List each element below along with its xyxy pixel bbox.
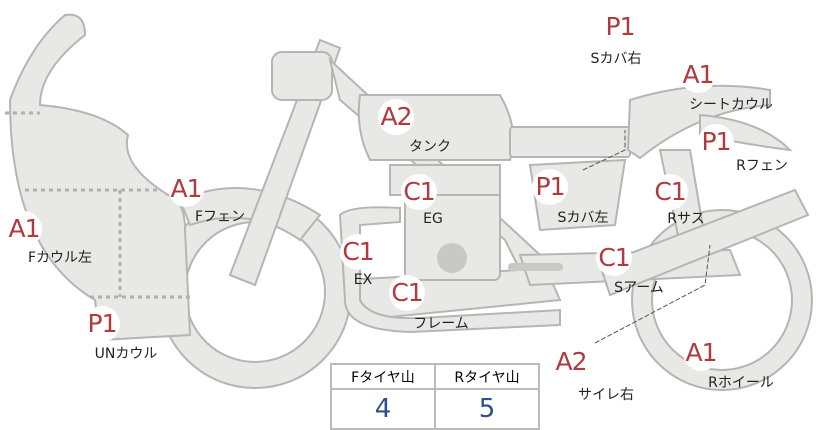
rear-tire-header: Rタイヤ山 bbox=[434, 363, 540, 390]
damage-badge: A1 bbox=[680, 57, 716, 93]
damage-badge: C1 bbox=[401, 174, 437, 210]
rear-tire-value: 5 bbox=[434, 388, 540, 430]
front-fork bbox=[228, 38, 342, 287]
muffler bbox=[598, 188, 810, 297]
part-label: Rサス bbox=[667, 211, 705, 227]
part-label: EG bbox=[423, 211, 443, 227]
damage-badge: C1 bbox=[652, 174, 688, 210]
front-cowl bbox=[8, 13, 192, 342]
front-tire-value: 4 bbox=[330, 388, 436, 430]
damage-badge: A2 bbox=[553, 344, 589, 380]
damage-badge: P1 bbox=[698, 124, 734, 160]
front-tire-header: Fタイヤ山 bbox=[330, 363, 436, 390]
seat-base bbox=[509, 126, 631, 158]
part-label: Rフェン bbox=[736, 158, 788, 174]
damage-badge: C1 bbox=[340, 234, 376, 270]
damage-badge: A2 bbox=[378, 99, 414, 135]
part-label: Sアーム bbox=[614, 280, 664, 296]
part-label: UNカウル bbox=[94, 346, 158, 362]
damage-badge: A1 bbox=[683, 335, 719, 371]
damage-badge: P1 bbox=[532, 169, 568, 205]
part-label: シートカウル bbox=[689, 97, 773, 113]
part-label: Sカバ右 bbox=[590, 51, 642, 67]
part-label: タンク bbox=[409, 139, 451, 155]
damage-badge: C1 bbox=[389, 275, 425, 311]
part-label: Fカウル左 bbox=[27, 250, 93, 266]
exhaust bbox=[338, 206, 561, 334]
part-label: Sカバ左 bbox=[557, 210, 609, 226]
damage-badge: P1 bbox=[602, 9, 638, 45]
headlight bbox=[271, 51, 333, 101]
part-label: フレーム bbox=[413, 316, 469, 332]
part-label: Rホイール bbox=[708, 375, 774, 391]
damage-badge: A1 bbox=[168, 171, 204, 207]
part-label: EX bbox=[353, 272, 373, 288]
part-label: Fフェン bbox=[194, 209, 246, 225]
damage-badge: P1 bbox=[84, 306, 120, 342]
damage-badge: A1 bbox=[6, 211, 42, 247]
part-label: サイレ右 bbox=[578, 387, 634, 403]
damage-badge: C1 bbox=[596, 240, 632, 276]
